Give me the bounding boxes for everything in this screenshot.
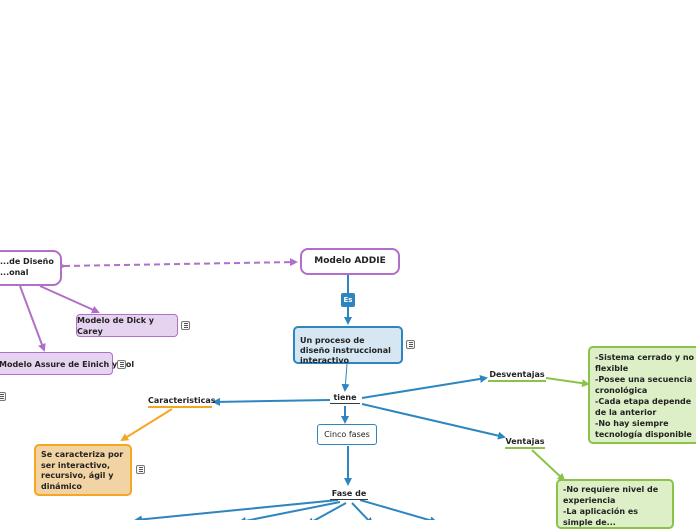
connector-ventajas bbox=[361, 403, 506, 440]
connector-caracteristicas bbox=[212, 397, 331, 406]
node-dick-carey[interactable]: Modelo de Dick y Carey bbox=[76, 314, 178, 337]
connector-desventajas-detail bbox=[545, 377, 590, 388]
connector-fase-5 bbox=[359, 499, 438, 520]
note-icon[interactable] bbox=[181, 321, 190, 330]
connector-dick-carey bbox=[39, 285, 100, 314]
node-proceso[interactable]: Un proceso de diseño instruccional inter… bbox=[293, 326, 403, 365]
note-icon[interactable] bbox=[0, 392, 6, 401]
note-icon[interactable] bbox=[117, 360, 126, 369]
node-cinco-fases[interactable]: Cinco fases bbox=[317, 424, 377, 445]
node-caracteristicas-detail[interactable]: Se caracteriza por ser interactivo, recu… bbox=[34, 444, 132, 496]
label-fase-de[interactable]: Fase de bbox=[330, 489, 368, 500]
connector-fase-4 bbox=[351, 502, 374, 520]
node-ventajas-detail[interactable]: -No requiere nivel de experiencia -La ap… bbox=[556, 479, 674, 529]
connector-fase-2 bbox=[238, 501, 341, 520]
note-icon[interactable] bbox=[136, 465, 145, 474]
connector-caracteristicas-detail bbox=[120, 408, 173, 442]
connector-assure bbox=[19, 285, 46, 352]
node-desventajas-detail[interactable]: -Sistema cerrado y no flexible -Posee un… bbox=[588, 346, 696, 444]
dashed-relation-line bbox=[57, 258, 298, 271]
label-caracteristicas[interactable]: Caracteristicas bbox=[148, 396, 216, 408]
node-assure[interactable]: Modelo Assure de Einich y Col bbox=[0, 352, 134, 375]
connector-fase-3 bbox=[306, 502, 347, 520]
node-modelos-diseno[interactable]: ...de Diseño ...onal bbox=[0, 250, 62, 286]
label-tiene[interactable]: tiene bbox=[330, 393, 360, 404]
connector-ventajas-detail bbox=[531, 449, 566, 482]
label-ventajas[interactable]: Ventajas bbox=[505, 437, 545, 449]
node-es[interactable]: Es bbox=[341, 293, 355, 307]
connector-proceso-tiene bbox=[341, 363, 350, 392]
note-icon[interactable] bbox=[406, 340, 415, 349]
connector-desventajas bbox=[361, 375, 488, 399]
node-modelo-addie[interactable]: Modelo ADDIE bbox=[300, 248, 400, 275]
label-desventajas[interactable]: Desventajas bbox=[488, 370, 546, 382]
connector-fase-1 bbox=[134, 499, 339, 520]
